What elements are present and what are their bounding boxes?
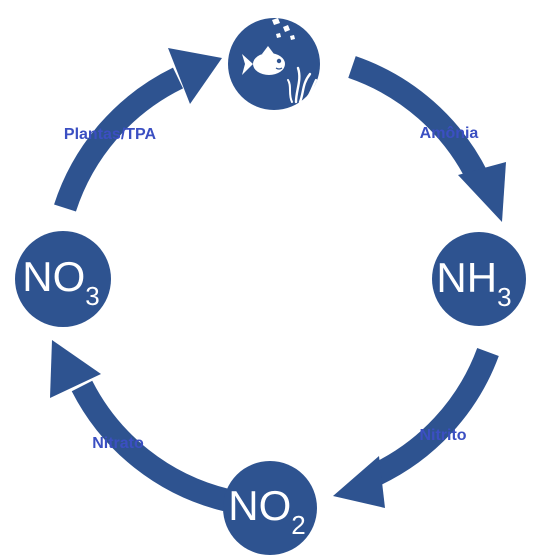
label-plants: Plantas/TPA <box>64 126 157 143</box>
arc-nitrite-to-nitrate <box>71 380 229 512</box>
arrowhead-fish-to-ammonia <box>458 162 506 222</box>
arrowhead-ammonia-to-nitrite <box>333 456 385 508</box>
fish-fin <box>262 46 274 54</box>
fish-tail <box>242 54 253 75</box>
bubble-icon <box>276 33 281 38</box>
arc-nitrate-to-fish <box>54 67 184 212</box>
arc-ammonia-to-nitrite <box>368 347 499 487</box>
node-nitrate: NO3 <box>15 231 111 327</box>
arrow-fish-to-ammonia <box>348 56 506 222</box>
arrow-ammonia-to-nitrite <box>333 347 499 508</box>
arrowhead-nitrate-to-fish <box>168 48 222 104</box>
label-nitrate: Nitrato <box>92 435 144 452</box>
nitrate-symbol: NO3 <box>22 253 99 311</box>
nitrite-symbol: NO2 <box>228 482 305 540</box>
arrowhead-nitrite-to-nitrate <box>50 340 101 398</box>
bubble-icon <box>272 18 280 25</box>
seaweed-blade <box>294 66 301 104</box>
arrow-nitrate-to-fish <box>54 48 222 212</box>
nitrite-node-circle <box>223 461 317 555</box>
node-fish <box>228 18 320 110</box>
arrow-nitrite-to-nitrate <box>50 340 229 512</box>
seaweed-blade <box>287 79 293 103</box>
label-nitrite: Nitrito <box>419 427 466 444</box>
fish-eye <box>276 58 282 64</box>
node-ammonia: NH3 <box>432 232 526 326</box>
fish-plant-icon <box>242 18 318 104</box>
fish-body <box>253 53 285 75</box>
ammonia-node-circle <box>432 232 526 326</box>
bubble-icon <box>290 35 295 40</box>
bubble-icon <box>283 25 290 32</box>
nitrate-node-circle <box>15 231 111 327</box>
label-ammonia: Amônia <box>420 125 479 142</box>
fish-mouth <box>275 67 283 70</box>
arc-fish-to-ammonia <box>348 56 489 184</box>
seaweed-blade <box>302 78 318 104</box>
node-nitrite: NO2 <box>223 461 317 555</box>
ammonia-symbol: NH3 <box>436 254 511 312</box>
seaweed-blade <box>298 72 312 104</box>
